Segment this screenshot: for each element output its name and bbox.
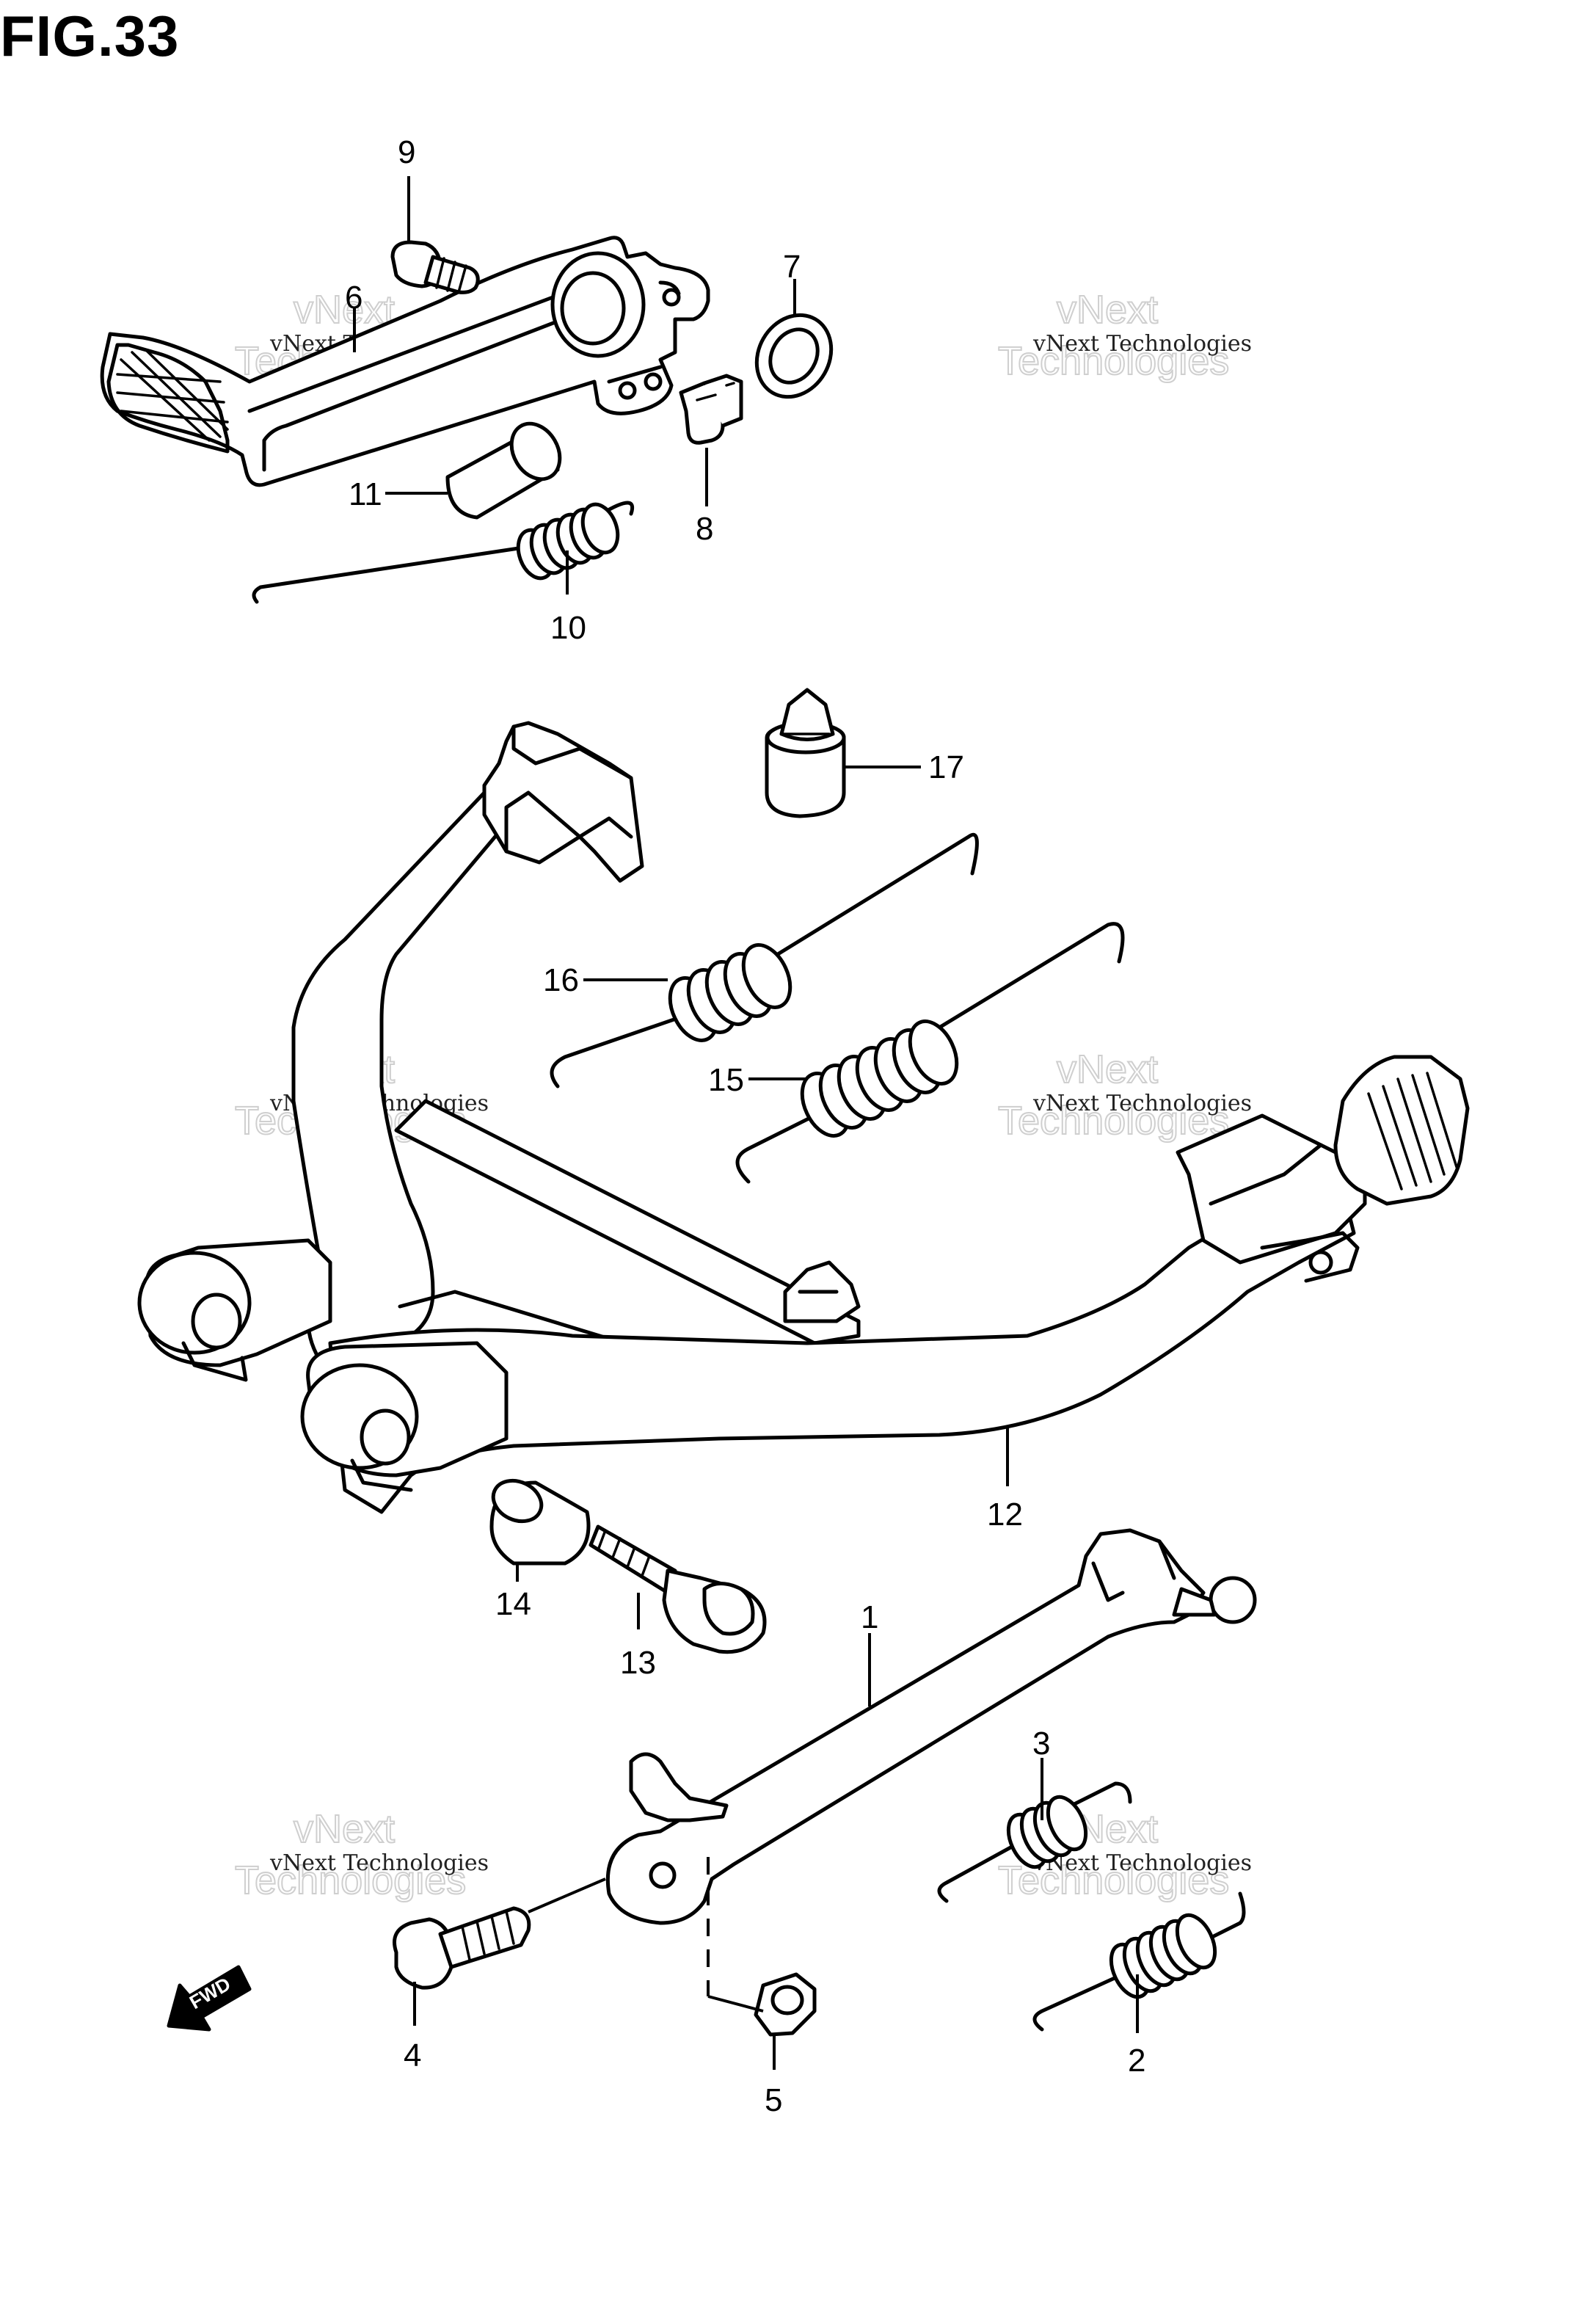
part-4-bolt[interactable]: [393, 1906, 531, 1990]
part-1-side-stand[interactable]: [605, 1528, 1257, 1925]
spring-2-coils: [1109, 1913, 1217, 1999]
ref-15: 15: [708, 1062, 744, 1098]
part-5-nut[interactable]: [754, 1972, 817, 2037]
part-14-sleeve[interactable]: [487, 1473, 591, 1566]
watermark-big-bottom: Technologies: [235, 1858, 466, 1902]
ref-7: 7: [783, 249, 801, 285]
watermark-big-bottom: Technologies: [998, 339, 1229, 383]
ref-3: 3: [1032, 1726, 1050, 1762]
part-7-washer[interactable]: [742, 302, 845, 410]
part-6-pedal[interactable]: [100, 236, 710, 487]
spring-3-coils: [1006, 1795, 1088, 1869]
ref-12: 12: [987, 1497, 1023, 1533]
stand-foot-ribs: [1367, 1072, 1458, 1190]
watermark-text: vNext Technologies: [269, 1850, 489, 1876]
leader-lines: [353, 176, 1139, 2070]
ref-11: 11: [349, 476, 382, 512]
part-8-clip[interactable]: [679, 374, 743, 445]
ref-13: 13: [620, 1645, 656, 1681]
watermark-group-5: vNext Technologies vNext Technologies: [234, 1806, 489, 1903]
watermark-big-bottom: Technologies: [998, 1099, 1229, 1143]
watermark-text: vNext Technologies: [1032, 331, 1252, 357]
watermark-text: vNext Technologies: [1032, 1091, 1252, 1116]
ref-10: 10: [550, 610, 586, 646]
part-9-bolt[interactable]: [390, 240, 480, 294]
ref-4: 4: [404, 2037, 421, 2073]
ref-16: 16: [543, 962, 579, 998]
part-11-sleeve[interactable]: [445, 415, 569, 520]
ref-1: 1: [861, 1599, 878, 1635]
part-2-spring[interactable]: [1032, 1891, 1246, 2032]
watermark-big-top: vNext: [294, 1807, 395, 1851]
watermark-text: vNext Technologies: [1032, 1850, 1252, 1876]
spring-15-coils: [800, 1019, 959, 1138]
part-15-spring[interactable]: [735, 922, 1125, 1184]
spring-16-coils: [668, 943, 792, 1042]
watermark-big-top: vNext: [1057, 288, 1158, 332]
part-17-stopper[interactable]: [765, 688, 846, 818]
watermark-group-4: vNext Technologies vNext Technologies: [997, 1047, 1252, 1144]
part-13-bolt[interactable]: [589, 1524, 767, 1654]
fwd-arrow-icon: FWD: [167, 1965, 252, 2032]
pedal-tread-grid: [116, 349, 229, 442]
ref-5: 5: [765, 2082, 782, 2118]
part-16-spring[interactable]: [550, 832, 979, 1088]
watermark-big-top: vNext: [1057, 1047, 1158, 1091]
ref-17: 17: [928, 749, 964, 785]
watermark-big-top: vNext: [294, 288, 395, 332]
watermark-group-2: vNext Technologies vNext Technologies: [997, 287, 1252, 384]
part-10-spring[interactable]: [252, 500, 634, 604]
reference-numbers: 9 6 7 8 11 10 17 16 15 12 14 13 1 3 2 4 …: [345, 134, 1145, 2118]
ref-2: 2: [1128, 2043, 1145, 2079]
spring-10-coils: [516, 502, 620, 581]
ref-14: 14: [495, 1586, 531, 1622]
ref-6: 6: [345, 280, 362, 316]
ref-9: 9: [398, 134, 415, 170]
ref-8: 8: [696, 511, 713, 547]
part-12-main-stand[interactable]: [137, 721, 1470, 1514]
part-3-spring[interactable]: [937, 1781, 1132, 1903]
figure-title: FIG.33: [0, 4, 180, 68]
